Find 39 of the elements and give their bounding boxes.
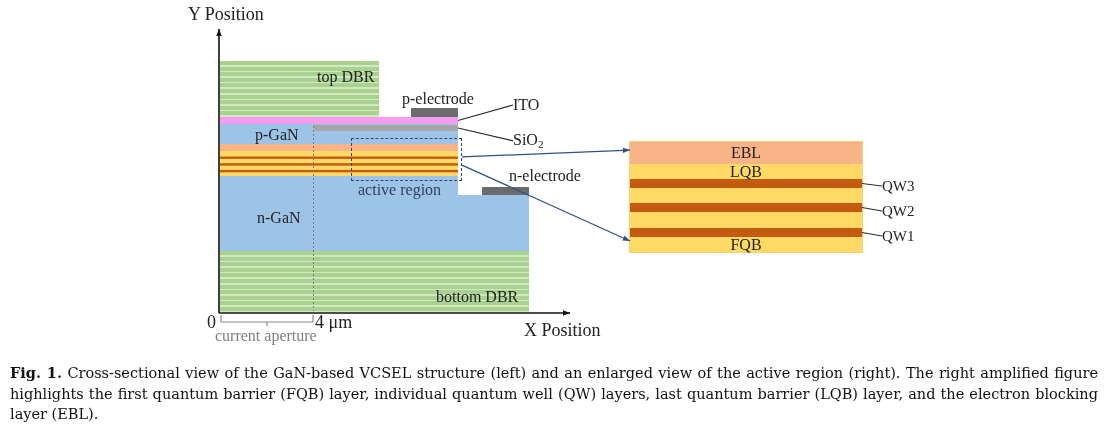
dbr-layer (220, 61, 379, 117)
connector-arrow (461, 147, 631, 158)
leader-line (861, 182, 883, 187)
quantum-well-layer (630, 179, 862, 188)
region-label: active region (358, 181, 442, 199)
tick-label: 4 μm (315, 312, 353, 332)
callout-label: ITO (513, 96, 540, 114)
oxide-layer (314, 125, 458, 131)
leader-line (861, 206, 883, 212)
electrode-label: p-electrode (402, 90, 474, 108)
blocking-layer (630, 142, 862, 164)
gan-layer (220, 124, 458, 144)
layer-label: n-GaN (257, 209, 301, 227)
quantum-well-layer (630, 228, 862, 237)
figure-caption: Fig. 1. Cross-sectional view of the GaN-based VCSEL structure (left) and an enlarged view of the active region (right). The right amplified figure highlights the first quantum barrier (FQB) layer, individual quantum well (QW) layers, last quantum barrier (LQB) layer, and the electron blocking layer (EBL). (10, 363, 1098, 424)
callout-label: QW3 (882, 177, 915, 195)
callout-label: QW1 (882, 227, 915, 245)
axis-label: Y Position (188, 4, 264, 25)
electrode-label: n-electrode (509, 167, 581, 185)
layer-label: bottom DBR (436, 288, 519, 306)
layer-label: p-GaN (255, 126, 299, 144)
dbr-layer (220, 251, 529, 312)
layer-label: EBL (730, 143, 762, 163)
dashed-region-box (351, 138, 462, 181)
tick-label: 0 (207, 312, 216, 332)
layer-label: top DBR (317, 68, 375, 86)
enlarged-view-panel (630, 142, 862, 252)
callout-label: SiO$_{2}$ (513, 131, 544, 149)
quantum-well-layer (630, 203, 862, 212)
connector-arrow (461, 164, 631, 242)
layer-label: LQB (730, 164, 762, 179)
leader-line (861, 231, 883, 237)
callout-label: QW2 (882, 202, 915, 220)
ito-layer (220, 117, 458, 124)
leader-line (457, 127, 514, 142)
leader-line (457, 104, 514, 122)
layer-label: FQB (730, 237, 762, 252)
bracket-label: current aperture (215, 327, 317, 345)
axis-label: X Position (524, 320, 601, 341)
